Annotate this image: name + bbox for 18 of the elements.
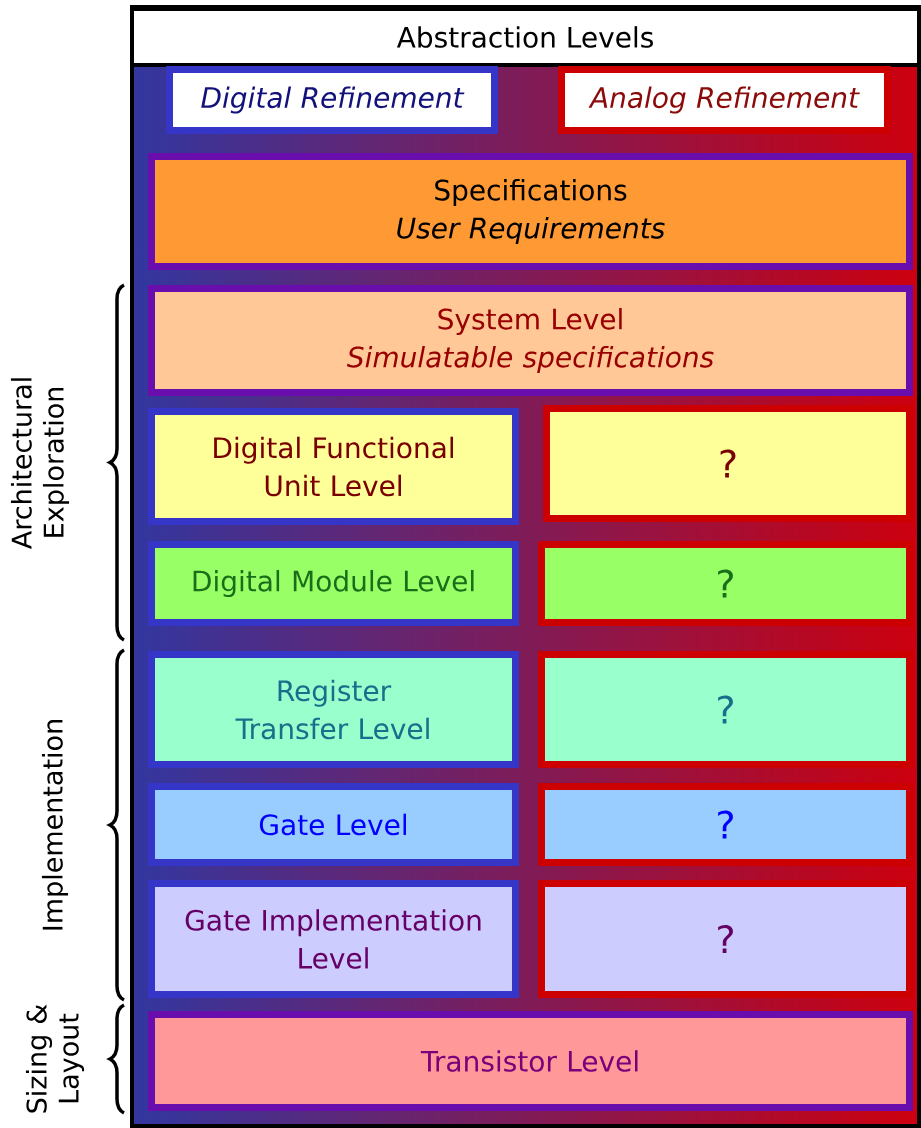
level-box: Specifications User Requirements [148, 153, 913, 270]
level-box: ? [538, 541, 913, 626]
level-box: Gate Implementation Level [148, 880, 519, 998]
level-box: Digital Module Level [148, 541, 519, 626]
level-box: Gate Level [148, 783, 519, 866]
level-box: ? [538, 880, 913, 998]
section-label: Implementation [41, 720, 69, 930]
level-box: ? [543, 405, 913, 522]
level-box: Transistor Level [148, 1011, 913, 1111]
section-label: Architectural Exploration [10, 378, 70, 549]
level-box: System Level Simulatable specifications [148, 285, 913, 396]
section-label: Sizing & Layout [25, 1004, 85, 1113]
level-box: Digital Functional Unit Level [148, 408, 519, 525]
level-box: ? [538, 783, 913, 866]
level-box: Digital Refinement [166, 66, 498, 134]
level-box: Register Transfer Level [148, 651, 519, 768]
level-box: Analog Refinement [558, 66, 891, 134]
level-box: ? [538, 651, 913, 768]
